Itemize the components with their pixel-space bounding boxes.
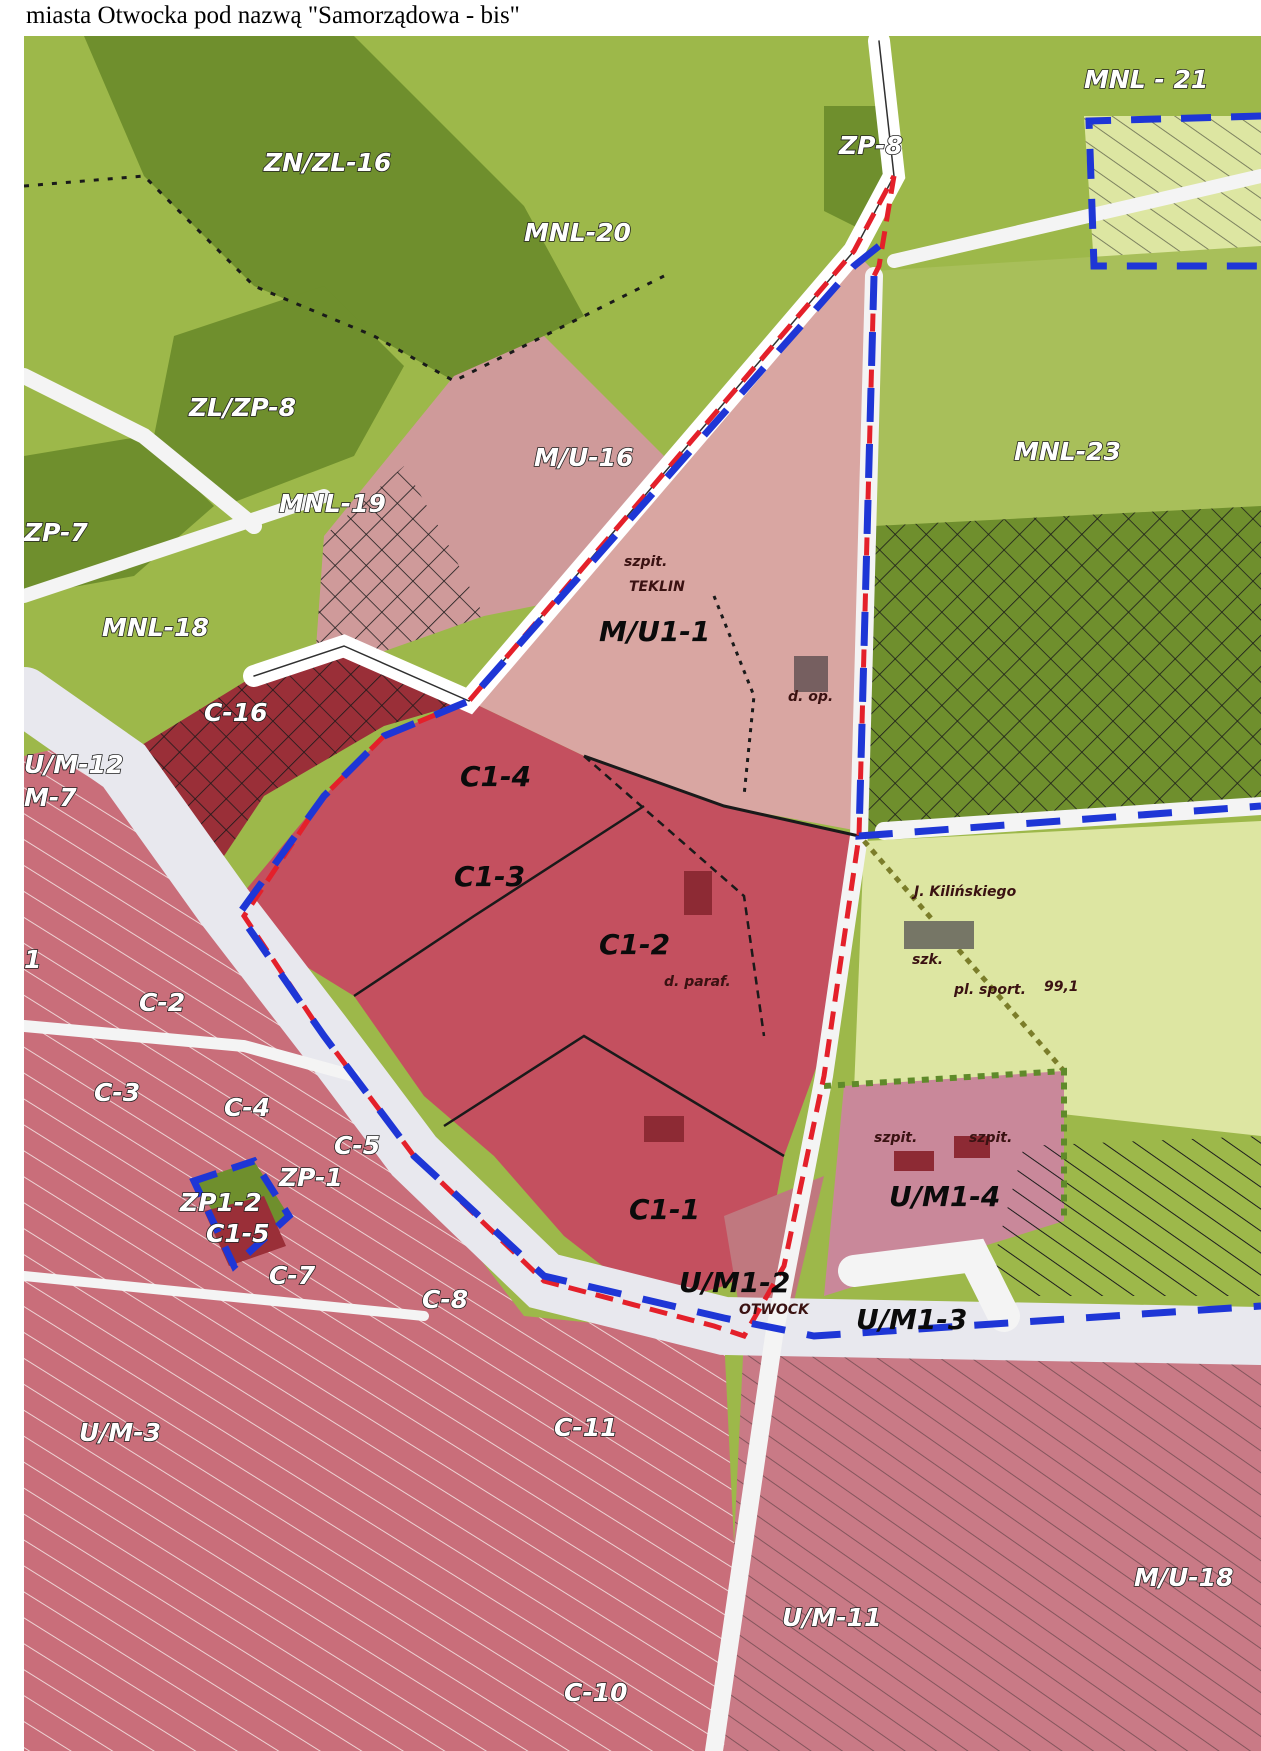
road-west-4 [24,1271,429,1321]
text-teklin: TEKLIN [629,579,685,595]
label-zp8: ZP-8 [838,131,903,160]
map-caption: miasta Otwocka pod nazwą "Samorządowa - … [26,2,520,29]
label-zlzp8: ZL/ZP-8 [188,393,296,422]
text-szpit-1: szpit. [624,554,667,570]
label-cc11: C-11 [554,1413,618,1442]
label-mnl21: MNL - 21 [1084,65,1208,94]
plan-boundary-red [240,174,897,1340]
label-c15: C1-5 [206,1219,270,1248]
label-zp12: ZP1-2 [179,1188,262,1217]
building-church [684,871,712,915]
road-west-3 [24,1020,360,1082]
mixed-zone-um14-hatch [984,1136,1261,1296]
label-mnl20: MNL-20 [524,218,631,247]
plan-boundary-blue-c15 [189,1156,294,1272]
label-zp1: ZP-1 [278,1163,343,1192]
label-um11: U/M-11 [782,1603,881,1632]
basemap-text: TEKLIN szpit. d. op. szk. pl. sport. 99,… [624,554,1079,1318]
buildings-layer [644,656,990,1171]
label-c3: C-3 [94,1078,140,1107]
boundary-c1-inner-2 [443,1034,785,1158]
mixed-zone-south-hatch [724,1336,1261,1751]
label-zp7: ZP-7 [24,518,88,547]
label-um13: U/M1-3 [856,1303,967,1336]
label-c8: C-8 [422,1285,468,1314]
zoning-plan-map[interactable]: MNL - 21 ZP-8 ZN/ZL-16 MNL-20 ZL/ZP-8 M/… [24,36,1261,1751]
mixed-zone-mu16-hatch [314,466,484,676]
boundary-layer [24,174,1067,1221]
plan-boundary-blue [234,243,1261,1340]
label-um7: M-7 [24,783,77,812]
label-c16: C-16 [204,698,268,727]
plan-boundary-blue-mnl21 [1085,112,1261,270]
label-c10: C-10 [564,1678,628,1707]
forest-zone-zp7 [24,436,214,596]
label-c12: C1-2 [599,928,670,961]
label-c13: C1-3 [454,860,525,893]
road-west-1 [24,368,262,534]
text-height: 99,1 [1044,979,1079,995]
text-plsport: pl. sport. [953,982,1026,998]
label-c14: C1-4 [460,760,531,793]
boundary-c1-inner-3 [583,755,766,1037]
mixed-zone-mu11 [469,251,874,831]
center-zone-c1 [224,701,859,1306]
label-mnl23: MNL-23 [1014,437,1121,466]
label-c11: C1-1 [629,1193,700,1226]
light-zone-school [854,821,1261,1136]
text-dparaf: d. paraf. [664,974,731,990]
text-kilinskiego: J. Kilińskiego [911,884,1017,900]
road-north-east [887,169,1261,268]
center-zone-c16-hatch [124,646,469,856]
label-mu16: M/U-16 [534,443,633,472]
label-c4: C-4 [224,1093,270,1122]
boundary-c1-north [583,754,860,838]
boundary-um14-north [862,839,1066,1073]
text-szpit-2: szpit. [874,1130,917,1146]
boundary-um14-east [823,1067,1067,1221]
text-szpit-3: szpit. [969,1130,1012,1146]
building-hospital-1 [894,1151,934,1171]
forest-zone-znzl16 [84,36,584,381]
label-mu18: M/U-18 [1134,1563,1233,1592]
road-west-2 [24,489,331,603]
text-dop: d. op. [788,689,833,705]
building-school [904,921,974,949]
road-loop-um13 [838,1238,1020,1332]
label-mu11: M/U1-1 [599,615,710,648]
label-um12: U/M-12 [24,750,123,779]
label-um12b: U/M1-2 [679,1266,790,1299]
label-c7: C-7 [269,1261,316,1290]
text-otwock: OTWOCK [739,1302,810,1318]
forest-zone-east-hatch [864,506,1261,836]
forest-zone-zlzp8 [154,286,404,506]
label-mnl18: MNL-18 [102,613,209,642]
residential-zone-mnl23 [874,246,1261,556]
zone-layer [24,36,1261,1751]
label-mnl19: MNL-19 [279,489,386,518]
plan-boundary-blue-east [855,275,1261,840]
label-um3: U/M-3 [79,1418,161,1447]
building-hospital-2 [954,1136,990,1158]
center-zone-southwest-lines [24,736,744,1751]
zone-labels: MNL - 21 ZP-8 ZN/ZL-16 MNL-20 ZL/ZP-8 M/… [24,64,1234,1708]
building-dop [794,656,828,692]
label-um14: U/M1-4 [889,1180,1000,1213]
label-edge1: 1 [24,945,41,974]
label-c5: C-5 [334,1131,380,1160]
label-znzl16: ZN/ZL-16 [263,148,391,177]
boundary-c1-inner-1 [353,804,645,998]
building-block-1 [644,1116,684,1142]
label-c2: C-2 [139,988,185,1017]
text-szk: szk. [912,952,943,968]
